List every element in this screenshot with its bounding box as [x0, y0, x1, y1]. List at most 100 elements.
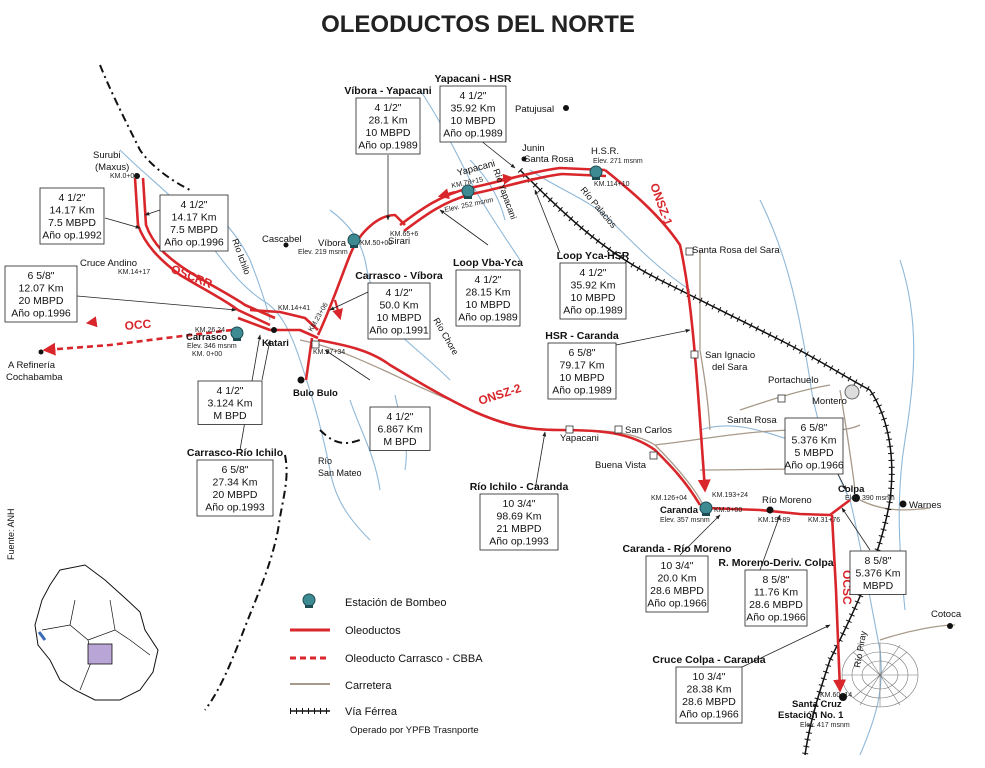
source-label: Fuente: ANH [6, 508, 16, 560]
katari-point [271, 327, 277, 333]
info-box-line: 28.6 MBPD [682, 696, 736, 708]
info-box-line: Año op.1989 [443, 128, 503, 140]
info-box-line: 4 1/2" [374, 102, 401, 114]
surubi-point [134, 173, 140, 179]
info-box-line: Año op.1989 [563, 305, 623, 317]
info-box-line: 21 MBPD [497, 523, 542, 535]
legend-dashed-label: Oleoducto Carrasco - CBBA [345, 653, 483, 665]
info-box-line: 10 3/4" [693, 671, 726, 683]
info-box-line: Año op.1993 [489, 536, 549, 548]
caranda-km0-label: KM.0+00 [714, 507, 742, 514]
info-box-title: HSR - Caranda [545, 330, 619, 342]
info-box-title: Víbora - Yapacani [344, 85, 431, 97]
info-box-line: 10 MBPD [451, 115, 496, 127]
info-box-frame [4, 265, 78, 323]
santa-cruz-km-label: KM.60+14 [820, 692, 852, 699]
info-box-line: 14.17 Km [172, 212, 217, 224]
station-icon [230, 326, 244, 341]
info-box-frame [355, 97, 421, 155]
info-box-title: R. Moreno-Deriv. Colpa [718, 557, 833, 569]
info-box-title: Río Ichilo - Caranda [470, 481, 569, 493]
info-box-line: 10 3/4" [661, 560, 694, 572]
info-box-line: 4 1/2" [180, 199, 207, 211]
bulobulo-point [297, 376, 305, 384]
buena-vista-label: Buena Vista [595, 460, 647, 471]
surubi-km-label: KM.0+00 [110, 173, 138, 180]
info-box-line: Año op.1989 [458, 312, 518, 324]
info-box-frame [675, 666, 743, 724]
town-points [38, 105, 953, 701]
station-icon [589, 165, 603, 180]
info-box-line: 79.17 Km [560, 360, 605, 372]
info-box-line: 10 MBPD [366, 127, 411, 139]
patujusal-point [563, 105, 569, 111]
road-nodes [311, 247, 786, 460]
rio-moreno-label: Río Moreno [762, 495, 812, 506]
legend-rail-label: Vía Férrea [345, 706, 398, 718]
station-icon [347, 233, 361, 248]
surubi-label: Surubi [93, 150, 120, 161]
caranda-km1-label: KM.126+04 [651, 495, 687, 502]
pumping-stations [230, 165, 713, 516]
cotoca-point [947, 623, 953, 629]
legend: Estación de Bombeo Oleoductos Oleoducto … [290, 593, 483, 736]
info-box-title: Carrasco-Río Ichilo [187, 447, 283, 459]
info-box-line: 4 1/2" [579, 267, 606, 279]
katari-junction-line [249, 308, 319, 331]
info-box-line: 4 1/2" [386, 411, 413, 423]
info-box-line: 6 5/8" [27, 270, 54, 282]
ocsc-line [830, 514, 847, 693]
caranda-label: Caranda [660, 505, 699, 516]
legend-road-label: Carretera [345, 680, 392, 692]
junin-label: Junin [522, 143, 545, 154]
caranda-elev-label: Elev. 357 msnm [660, 517, 710, 524]
info-box-line: 7.5 MBPD [170, 224, 218, 236]
info-box-line: 5 MBPD [794, 447, 834, 459]
katari-bulobulo-line [304, 337, 314, 381]
santa-rosa-label: Santa Rosa [524, 154, 574, 165]
info-box-line: 35.92 Km [451, 103, 496, 115]
oscrr-line-b [141, 177, 276, 320]
yapacani-n-label: Yapacani [456, 158, 496, 179]
info-box-line: 4 1/2" [58, 192, 85, 204]
info-box-line: 6 5/8" [800, 422, 827, 434]
cruce-andino-km-label: KM.14+17 [118, 269, 150, 276]
info-box-title: Loop Yca-HSR [557, 250, 630, 262]
junin-point [521, 156, 527, 162]
rio-sanmateo-2-label: San Mateo [318, 468, 362, 478]
onsz2-line [317, 338, 702, 506]
inset-marker [37, 631, 47, 641]
info-box-line: 4 1/2" [385, 287, 412, 299]
info-box-line: 28.6 MBPD [749, 599, 803, 611]
rio-ichilo-label: Río Ichilo [230, 237, 252, 276]
warnes-point [899, 500, 907, 508]
info-box-line: M BPD [383, 436, 417, 448]
santa-cruz-city [841, 642, 919, 708]
onsz2-label: ONSZ-2 [477, 381, 523, 408]
info-box-line: Año op.1966 [784, 460, 844, 472]
onsz1-label: ONSZ-1 [647, 181, 675, 227]
colpa-km-label: KM.31+76 [808, 517, 840, 524]
santa-rosa-s-label: Santa Rosa [727, 415, 777, 426]
del-sara-label: del Sara [712, 362, 748, 373]
rio-palacios-label: Río Palacios [578, 185, 618, 231]
info-box-title: Cruce Colpa - Caranda [652, 654, 765, 666]
carrasco-vibora-line [316, 213, 406, 336]
bolivia-outline [34, 564, 159, 701]
info-box-frame [547, 342, 617, 400]
info-box-line: Año op.1966 [746, 612, 806, 624]
vibora-km-label: KM.50+00 [360, 240, 392, 247]
info-box-frame [197, 380, 263, 425]
santa-rosa-sara-label: Santa Rosa del Sara [692, 245, 780, 256]
info-box-line: 8 5/8" [864, 555, 891, 567]
cascabel-label: Cascabel [262, 234, 302, 245]
info-box-line: 20.0 Km [657, 573, 696, 585]
santacruz-point [839, 693, 847, 701]
